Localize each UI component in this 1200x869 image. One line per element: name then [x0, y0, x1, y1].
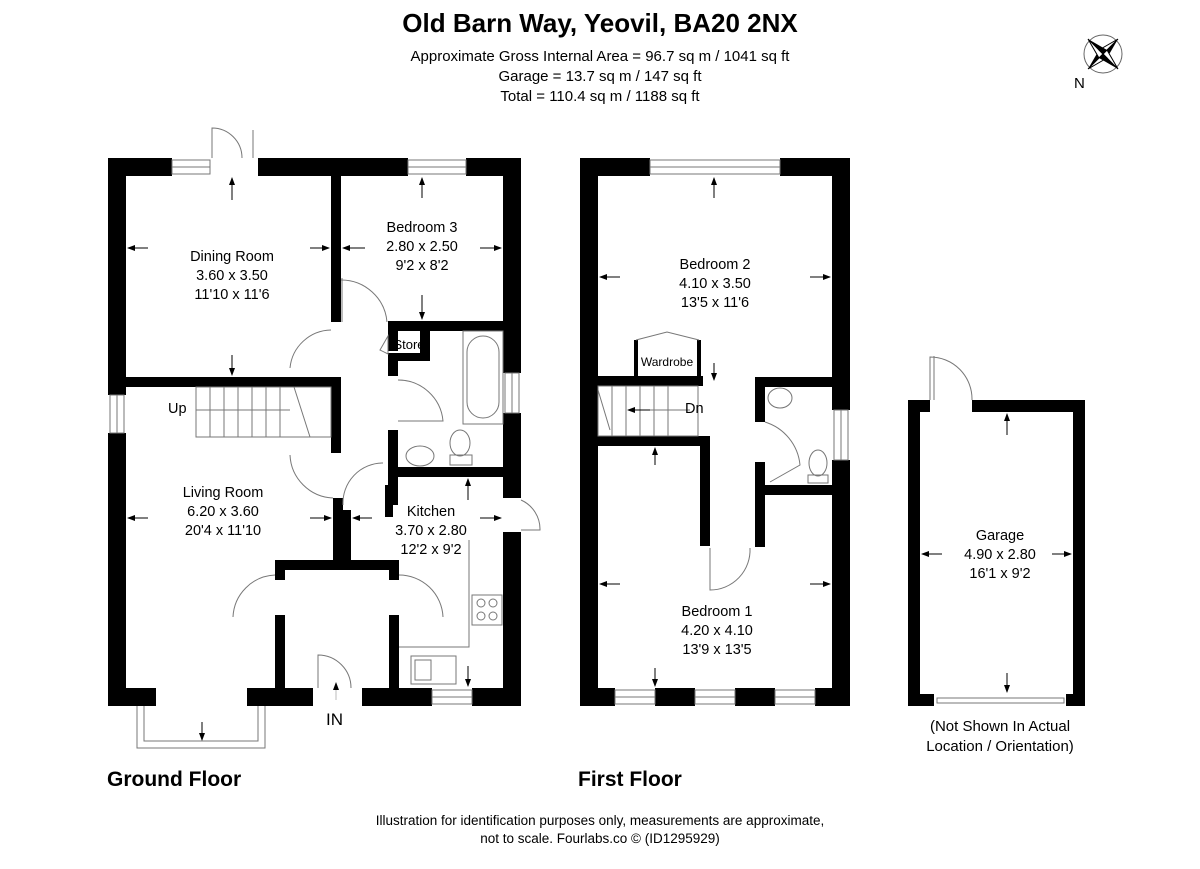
room-metric: 3.70 x 2.80	[395, 523, 467, 539]
first-floor-walls	[580, 158, 850, 706]
room-name: Bedroom 1	[681, 604, 753, 620]
disclaimer-footer: Illustration for identification purposes…	[0, 812, 1200, 848]
entrance-label: IN	[326, 710, 343, 729]
first-floor-fixtures	[597, 159, 849, 705]
room-store: Store	[393, 337, 425, 352]
room-dining-room: Dining Room 3.60 x 3.50 11'10 x 11'6	[190, 248, 274, 305]
room-kitchen: Kitchen 3.70 x 2.80 12'2 x 9'2	[395, 503, 467, 560]
compass-north-label: N	[1074, 75, 1085, 92]
gross-internal-area: Approximate Gross Internal Area = 96.7 s…	[410, 48, 790, 65]
room-name: Bedroom 3	[386, 220, 458, 236]
property-title: Old Barn Way, Yeovil, BA20 2NX	[402, 8, 798, 38]
garage-note-line-2: Location / Orientation)	[926, 738, 1074, 755]
room-name: Dining Room	[190, 249, 274, 265]
disclaimer-line-2: not to scale. Fourlabs.co © (ID1295929)	[480, 831, 720, 846]
room-imperial: 11'10 x 11'6	[194, 287, 270, 303]
ground-floor-label: Ground Floor	[107, 768, 242, 791]
ground-floor-dimension-arrows	[127, 177, 502, 741]
room-living-room: Living Room 6.20 x 3.60 20'4 x 11'10	[183, 484, 264, 541]
garage-dimension-arrows	[921, 413, 1072, 693]
stairs-up-label: Up	[168, 401, 187, 417]
room-imperial: 13'5 x 11'6	[680, 295, 750, 311]
room-metric: 4.90 x 2.80	[964, 547, 1036, 563]
room-name: Garage	[975, 528, 1025, 544]
room-metric: 6.20 x 3.60	[187, 504, 259, 520]
room-imperial: 9'2 x 8'2	[395, 258, 449, 274]
room-imperial: 13'9 x 13'5	[682, 642, 752, 658]
room-imperial: 12'2 x 9'2	[400, 542, 462, 558]
room-garage: Garage 4.90 x 2.80 16'1 x 9'2	[964, 527, 1036, 584]
first-floor-dimension-arrows	[599, 177, 831, 687]
room-name: Bedroom 2	[679, 257, 751, 273]
room-metric: 3.60 x 3.50	[196, 268, 268, 284]
garage-fixtures	[929, 356, 1065, 704]
room-bedroom-3: Bedroom 3 2.80 x 2.50 9'2 x 8'2	[386, 219, 458, 276]
room-bedroom-2: Bedroom 2 4.10 x 3.50 13'5 x 11'6	[679, 256, 751, 313]
compass-rose-icon	[1083, 34, 1123, 74]
room-metric: 4.10 x 3.50	[679, 276, 751, 292]
room-metric: 4.20 x 4.10	[681, 623, 753, 639]
room-imperial: 20'4 x 11'10	[184, 523, 262, 539]
disclaimer-line-1: Illustration for identification purposes…	[375, 813, 825, 828]
garage-note-line-1: (Not Shown In Actual	[929, 718, 1071, 735]
stairs-down-label: Dn	[685, 401, 704, 417]
room-imperial: 16'1 x 9'2	[969, 566, 1031, 582]
room-bedroom-1: Bedroom 1 4.20 x 4.10 13'9 x 13'5	[681, 603, 753, 660]
garage-location-note: (Not Shown In Actual Location / Orientat…	[900, 717, 1100, 757]
ground-floor-walls	[108, 158, 521, 706]
garage-area: Garage = 13.7 sq m / 147 sq ft	[498, 68, 702, 85]
ground-floor-fixtures	[109, 127, 541, 749]
room-name: Kitchen	[406, 504, 456, 520]
first-floor-label: First Floor	[578, 768, 682, 791]
room-wardrobe: Wardrobe	[640, 355, 694, 369]
room-name: Living Room	[182, 485, 264, 501]
garage-walls	[908, 400, 1085, 706]
room-metric: 2.80 x 2.50	[386, 239, 458, 255]
total-area: Total = 110.4 sq m / 1188 sq ft	[500, 88, 700, 105]
